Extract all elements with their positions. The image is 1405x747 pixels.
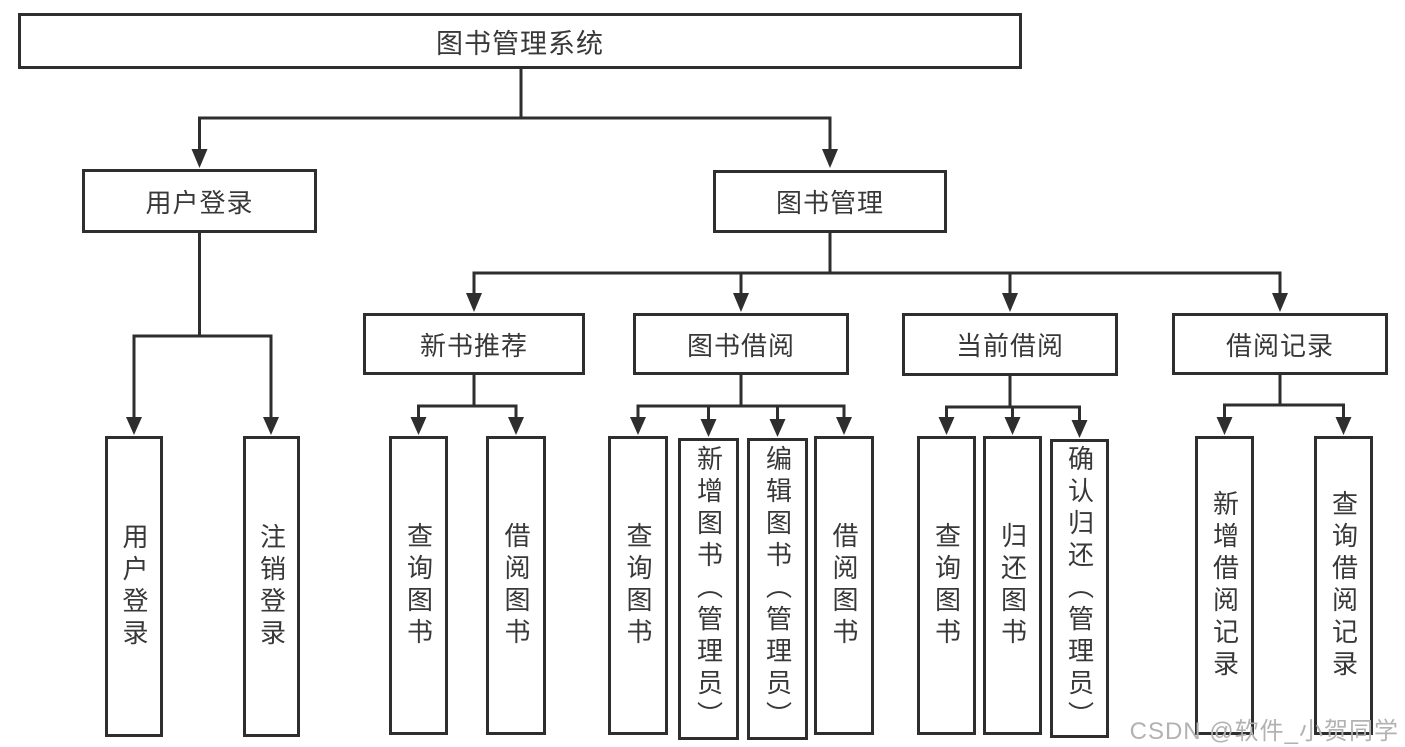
node-book-borrow: 图书借阅 bbox=[633, 313, 849, 375]
leaf-user-login: 用户登录 bbox=[105, 436, 163, 737]
leaf-confirm-return-admin: 确认归还（管理员） bbox=[1050, 439, 1109, 738]
connector-book-mgmt-branch bbox=[472, 231, 1282, 298]
leaf-query-books-2: 查询图书 bbox=[608, 436, 668, 735]
arrowheads bbox=[126, 149, 1352, 438]
arrowhead-icon bbox=[1272, 293, 1288, 312]
arrowhead-icon bbox=[1216, 417, 1233, 435]
node-new-books: 新书推荐 bbox=[363, 313, 585, 375]
arrowhead-icon bbox=[263, 417, 279, 435]
connector-book-borrow-branch bbox=[636, 373, 846, 424]
leaf-borrow-books-1: 借阅图书 bbox=[486, 436, 546, 735]
arrowhead-icon bbox=[630, 417, 646, 435]
arrowhead-icon bbox=[410, 417, 427, 435]
node-borrow-records: 借阅记录 bbox=[1172, 313, 1388, 375]
arrowhead-icon bbox=[1335, 417, 1352, 435]
leaf-add-books-admin: 新增图书（管理员） bbox=[678, 438, 739, 740]
arrowhead-icon bbox=[126, 417, 142, 435]
connector-current-borrow-branch bbox=[945, 374, 1081, 425]
arrowhead-icon bbox=[836, 417, 852, 435]
leaf-query-borrow-record: 查询借阅记录 bbox=[1314, 436, 1373, 735]
leaf-label: 查询图书 bbox=[623, 521, 653, 650]
node-book-mgmt: 图书管理 bbox=[713, 170, 947, 233]
watermark: CSDN @软件_小贺同学 bbox=[1129, 718, 1399, 745]
leaf-label: 新增借阅记录 bbox=[1209, 489, 1240, 682]
node-root: 图书管理系统 bbox=[18, 13, 1022, 69]
connector-root-to-level2 bbox=[198, 67, 832, 154]
leaf-query-books-1: 查询图书 bbox=[389, 436, 448, 735]
leaf-label: 注销登录 bbox=[256, 522, 287, 651]
leaf-query-books-3: 查询图书 bbox=[917, 436, 976, 735]
leaf-borrow-books-2: 借阅图书 bbox=[814, 436, 874, 735]
connector-user-login-branch bbox=[132, 231, 273, 422]
connector-new-books-branch bbox=[417, 373, 518, 422]
leaf-edit-books-admin: 编辑图书（管理员） bbox=[747, 438, 808, 740]
arrowhead-icon bbox=[700, 419, 717, 437]
leaf-label: 查询图书 bbox=[403, 521, 434, 650]
arrowhead-icon bbox=[1004, 417, 1021, 435]
arrowhead-icon bbox=[769, 419, 786, 437]
arrowhead-icon bbox=[466, 293, 482, 312]
arrowhead-icon bbox=[1071, 420, 1088, 438]
node-current-borrow: 当前借阅 bbox=[902, 313, 1118, 376]
arrowhead-icon bbox=[822, 149, 838, 168]
leaf-label: 编辑图书（管理员） bbox=[762, 445, 793, 733]
connector-paths bbox=[132, 67, 1345, 425]
leaf-label: 新增图书（管理员） bbox=[693, 445, 724, 733]
leaf-label: 用户登录 bbox=[119, 522, 149, 651]
arrowhead-icon bbox=[191, 149, 208, 168]
leaf-label: 归还图书 bbox=[997, 521, 1028, 650]
leaf-label: 借阅图书 bbox=[501, 521, 531, 650]
leaf-label: 查询图书 bbox=[931, 521, 962, 650]
arrowhead-icon bbox=[1002, 293, 1018, 312]
leaf-label: 查询借阅记录 bbox=[1328, 489, 1359, 682]
arrowhead-icon bbox=[508, 417, 524, 435]
connector-borrow-records-branch bbox=[1223, 373, 1345, 422]
arrowhead-icon bbox=[938, 417, 955, 435]
leaf-logout: 注销登录 bbox=[243, 436, 300, 737]
node-user-login: 用户登录 bbox=[82, 169, 317, 233]
leaf-label: 借阅图书 bbox=[829, 521, 859, 650]
arrowhead-icon bbox=[733, 293, 749, 312]
leaf-add-borrow-record: 新增借阅记录 bbox=[1195, 436, 1254, 735]
leaf-return-books: 归还图书 bbox=[983, 436, 1042, 735]
leaf-label: 确认归还（管理员） bbox=[1064, 444, 1095, 733]
